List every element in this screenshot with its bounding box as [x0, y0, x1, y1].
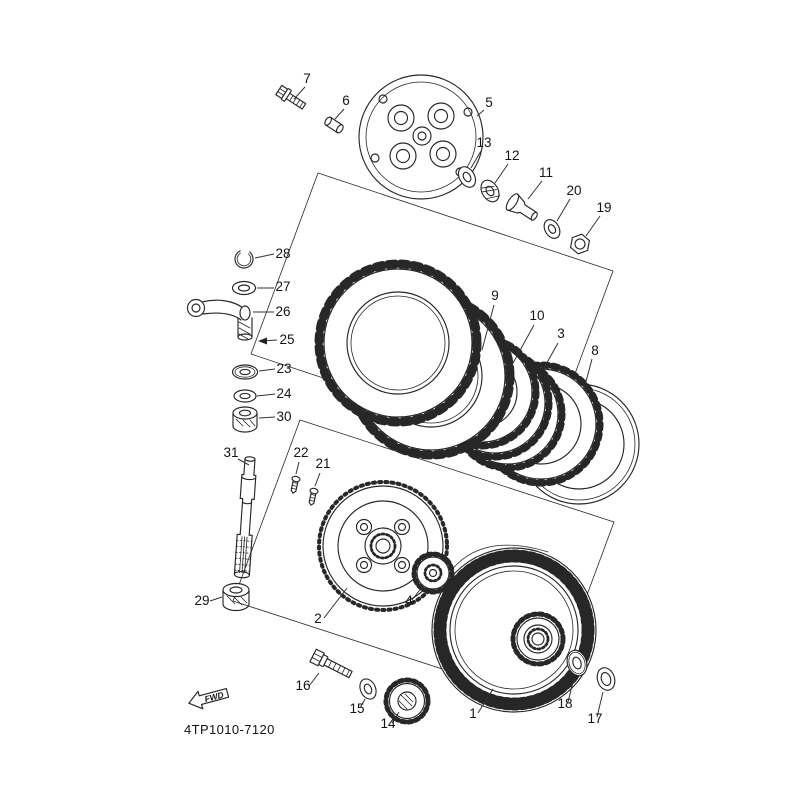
leader-lines — [209, 86, 604, 724]
leader-12 — [494, 163, 509, 184]
primary-gear-14-drawing — [383, 677, 431, 725]
washer-24-drawing — [233, 389, 257, 403]
washer-13-drawing — [457, 166, 477, 188]
part-label-3: 3 — [557, 326, 565, 341]
leader-14 — [391, 711, 400, 724]
pressure-plate-drawing — [358, 74, 484, 200]
push-piece-11-drawing — [505, 193, 538, 221]
part-label-30: 30 — [276, 409, 291, 424]
part-label-13: 13 — [476, 135, 491, 150]
washer-17-drawing — [596, 667, 616, 691]
part-label-20: 20 — [566, 183, 581, 198]
leader-4 — [411, 586, 423, 601]
spacer-6-drawing — [324, 116, 344, 134]
part-label-11: 11 — [539, 165, 553, 180]
fwd-label: FWD — [203, 690, 224, 705]
part-label-16: 16 — [295, 678, 310, 693]
gear-4-drawing — [411, 551, 455, 595]
bearing-29-drawing — [222, 582, 250, 612]
part-labels: 7 6 5 13 12 11 20 19 28 27 26 25 23 24 3… — [194, 71, 611, 731]
part-label-8: 8 — [591, 343, 599, 358]
push-lever-26-drawing — [186, 298, 253, 341]
push-rod-31-drawing — [233, 456, 257, 579]
leader-6 — [334, 108, 345, 120]
clutch-housing-drawing — [431, 544, 597, 713]
leader-31 — [237, 458, 250, 466]
leader-13 — [470, 150, 482, 169]
part-label-12: 12 — [504, 148, 519, 163]
washer-18-drawing — [566, 649, 588, 677]
part-label-31: 31 — [223, 445, 238, 460]
leader-24 — [256, 393, 276, 397]
part-label-14: 14 — [380, 716, 396, 731]
circlip-28-drawing — [234, 249, 254, 269]
leader-7 — [293, 86, 306, 100]
diagram-code: 4TP1010-7120 — [184, 722, 275, 737]
oil-seal-23-drawing — [231, 364, 259, 380]
leader-21 — [314, 472, 321, 487]
leader-3 — [543, 342, 559, 369]
fwd-arrow: FWD — [188, 687, 230, 710]
leader-8 — [583, 358, 593, 390]
leader-20 — [556, 198, 571, 222]
leader-22 — [295, 461, 300, 475]
bolt-7-drawing — [275, 84, 307, 110]
part-label-28: 28 — [275, 246, 290, 261]
leader-5 — [476, 109, 485, 117]
part-label-24: 24 — [276, 386, 292, 401]
leader-19 — [585, 215, 601, 237]
part-label-5: 5 — [485, 95, 493, 110]
part-label-7: 7 — [303, 71, 311, 86]
part-label-19: 19 — [596, 200, 611, 215]
part-label-21: 21 — [315, 456, 330, 471]
leader-16 — [308, 672, 320, 687]
part-label-27: 27 — [275, 279, 290, 294]
leader-28 — [254, 253, 275, 259]
leader-23 — [258, 368, 276, 372]
part-label-15: 15 — [349, 701, 364, 716]
leader-25-arrowhead — [258, 337, 267, 345]
leader-29 — [209, 596, 223, 602]
leader-18 — [567, 677, 575, 703]
part-label-4: 4 — [405, 593, 413, 608]
leader-10 — [511, 324, 535, 366]
part-label-23: 23 — [276, 361, 291, 376]
washer-20-drawing — [543, 219, 561, 239]
part-label-9: 9 — [491, 288, 499, 303]
bearing-30-drawing — [232, 406, 258, 433]
part-label-6: 6 — [342, 93, 350, 108]
part-label-26: 26 — [275, 304, 290, 319]
washer-15-drawing — [359, 678, 377, 700]
leader-30 — [258, 416, 276, 419]
washer-27-drawing — [231, 280, 257, 296]
part-label-10: 10 — [529, 308, 544, 323]
friction-plate-a-drawing — [314, 259, 482, 427]
part-label-17: 17 — [587, 711, 602, 726]
leader-2 — [323, 587, 348, 619]
leader-11 — [527, 180, 543, 200]
bolt-16-drawing — [309, 648, 353, 679]
part-label-25: 25 — [279, 332, 294, 347]
leader-9 — [481, 304, 495, 351]
screw-22-drawing — [290, 475, 301, 494]
nut-19-drawing — [570, 233, 590, 255]
part-label-22: 22 — [293, 445, 308, 460]
leader-15 — [359, 698, 366, 709]
part-label-18: 18 — [557, 696, 572, 711]
screw-21-drawing — [308, 487, 319, 506]
part-label-29: 29 — [194, 593, 209, 608]
leader-17 — [596, 691, 604, 718]
part-label-2: 2 — [314, 611, 322, 626]
bearing-12-drawing — [480, 179, 501, 203]
part-label-1: 1 — [469, 706, 477, 721]
leader-1 — [477, 688, 494, 714]
